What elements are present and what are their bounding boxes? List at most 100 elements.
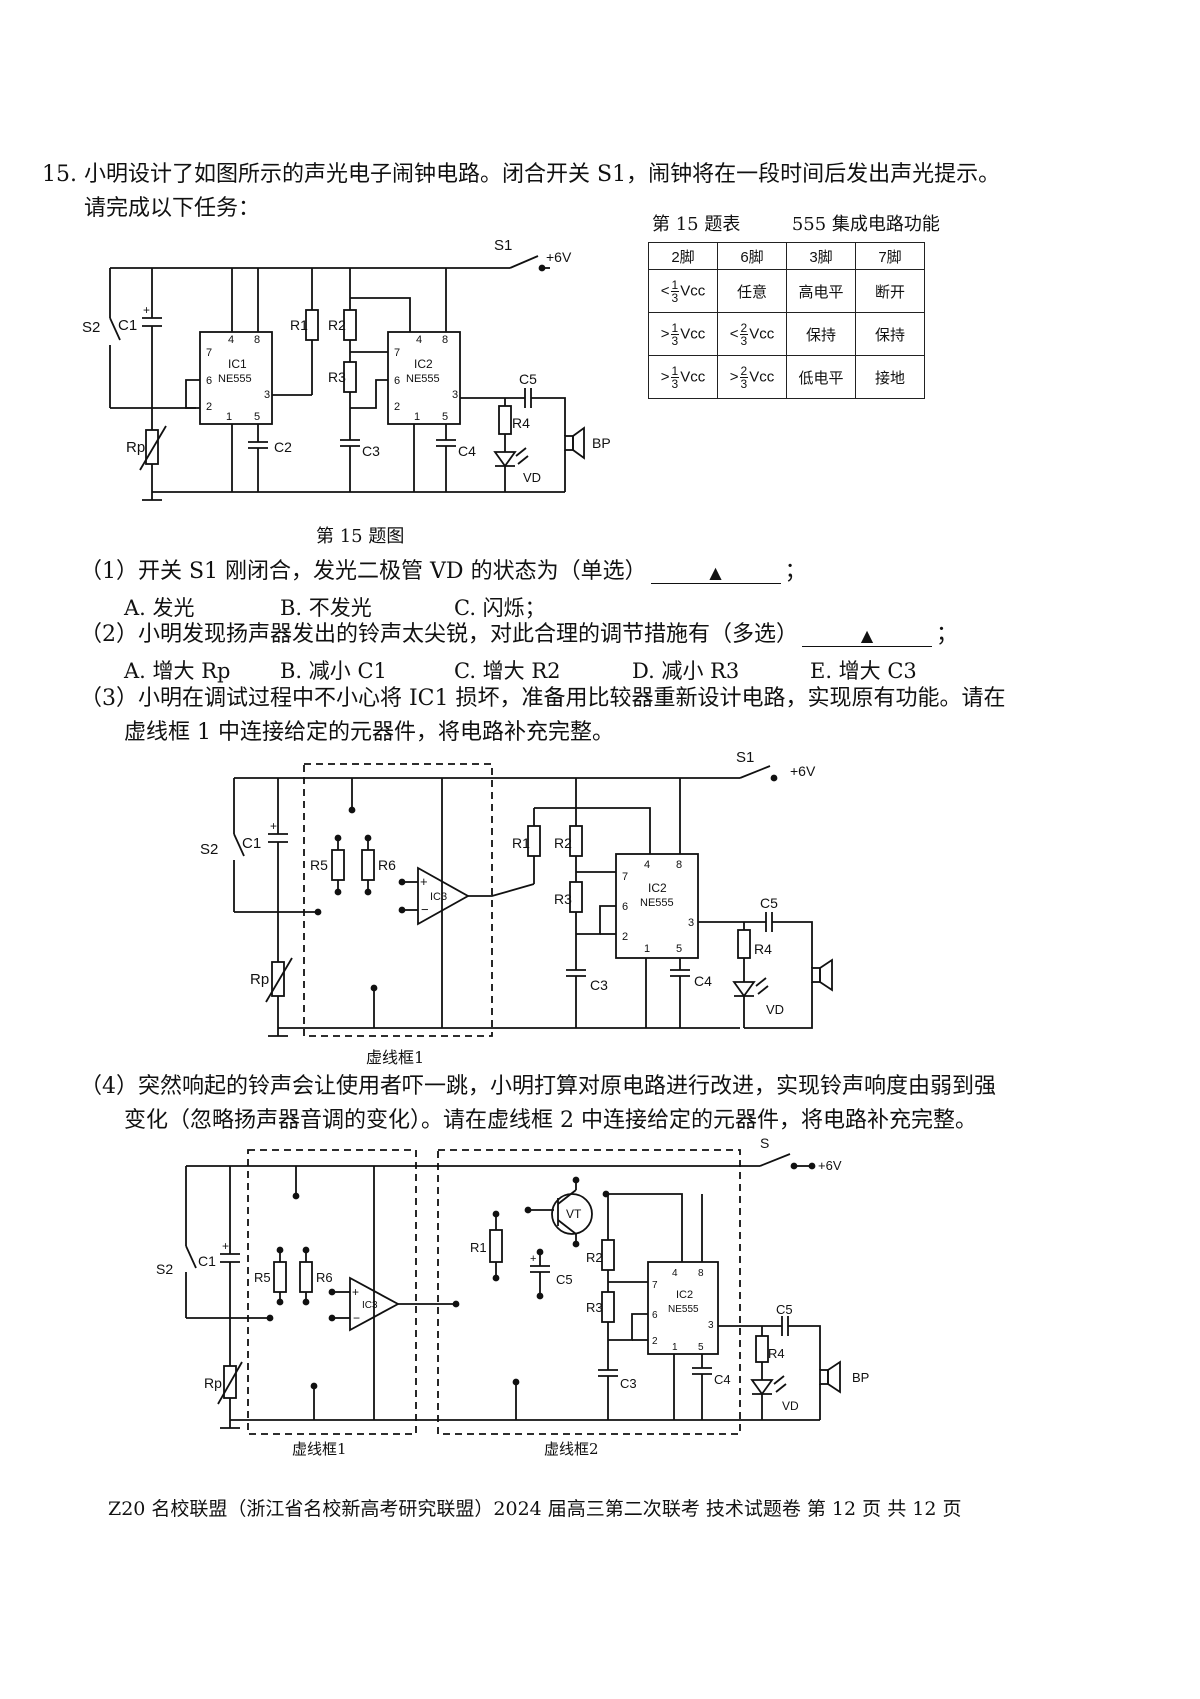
svg-text:2: 2 (622, 931, 628, 943)
circuit-figure-1: S1 +6V S2 C1 + Rp 4 8 7 6 2 3 1 5 IC1 NE… (82, 237, 611, 501)
sub4-line2: 变化（忽略扬声器音调的变化）。请在虚线框 2 中连接给定的元器件，将电路补充完整… (124, 1108, 977, 1133)
svg-text:R1: R1 (290, 317, 308, 333)
svg-text:2: 2 (394, 401, 400, 413)
svg-text:+: + (143, 303, 150, 317)
sub2-option-c: C. 增大 R2 (454, 659, 561, 683)
table-cell: 保持 (855, 312, 925, 356)
table-header: 2脚 (648, 242, 718, 270)
sub1-option-c: C. 闪烁； (454, 596, 546, 620)
sub1-option-a: A. 发光 (124, 596, 195, 620)
svg-text:R2: R2 (328, 317, 346, 333)
svg-text:R6: R6 (378, 857, 396, 873)
table-header: 7脚 (855, 242, 925, 270)
svg-text:5: 5 (698, 1342, 704, 1353)
figure1-caption: 第 15 题图 (316, 526, 405, 547)
svg-text:2: 2 (652, 1336, 658, 1347)
svg-text:−: − (353, 1311, 360, 1325)
question-intro-line1: 小明设计了如图所示的声光电子闹钟电路。闭合开关 S1，闹钟将在一段时间后发出声光… (84, 162, 1001, 187)
svg-text:+: + (530, 1253, 536, 1265)
svg-text:C5: C5 (519, 371, 537, 387)
svg-text:BP: BP (852, 1370, 869, 1385)
svg-text:VD: VD (766, 1002, 784, 1017)
svg-text:R3: R3 (554, 891, 572, 907)
svg-text:2: 2 (206, 401, 212, 413)
svg-text:+: + (270, 819, 277, 833)
svg-text:6: 6 (622, 901, 628, 913)
svg-text:4: 4 (416, 334, 422, 346)
svg-text:+: + (420, 874, 428, 889)
svg-text:C1: C1 (242, 835, 261, 852)
sub2-option-b: B. 减小 C1 (280, 659, 387, 683)
svg-text:S2: S2 (156, 1261, 173, 1277)
table-cell: 接地 (855, 355, 925, 399)
svg-text:4: 4 (672, 1268, 678, 1279)
figure2-box1-label: 虚线框1 (366, 1048, 425, 1067)
circuit-figure-2: S1 +6V S2 C1 + Rp R5 R6 + − IC3 R1 (200, 749, 833, 1037)
sub1-answer-blank[interactable]: ▲ (650, 563, 781, 584)
question-intro-line2: 请完成以下任务： (84, 196, 261, 221)
table-cell: 低电平 (786, 355, 856, 399)
svg-text:IC2: IC2 (414, 357, 433, 371)
svg-text:C4: C4 (694, 973, 712, 989)
sub2-text: （2）小明发现扬声器发出的铃声太尖锐，对此合理的调节措施有（多选）▲； (80, 622, 959, 647)
svg-text:6: 6 (652, 1310, 658, 1321)
svg-text:3: 3 (688, 917, 694, 929)
svg-text:7: 7 (394, 347, 400, 359)
svg-text:+6V: +6V (818, 1158, 842, 1173)
sub2-answer-blank[interactable]: ▲ (802, 626, 932, 647)
sub3-line1: （3）小明在调试过程中不小心将 IC1 损坏，准备用比较器重新设计电路，实现原有… (80, 686, 1006, 711)
svg-text:IC3: IC3 (430, 891, 447, 903)
svg-text:1: 1 (414, 411, 420, 423)
svg-text:IC2: IC2 (676, 1289, 693, 1301)
svg-text:IC2: IC2 (648, 881, 667, 895)
svg-text:IC1: IC1 (228, 357, 247, 371)
svg-text:+: + (222, 1239, 229, 1253)
sub3-line2: 虚线框 1 中连接给定的元器件，将电路补充完整。 (124, 720, 614, 745)
table-header: 6脚 (717, 242, 787, 270)
svg-text:R4: R4 (768, 1346, 785, 1361)
svg-text:VT: VT (566, 1207, 582, 1221)
svg-text:C3: C3 (620, 1376, 637, 1391)
sub1-text: （1）开关 S1 刚闭合，发光二极管 VD 的状态为（单选）▲； (80, 559, 807, 584)
svg-text:1: 1 (226, 411, 232, 423)
question-number: 15. (42, 162, 77, 187)
table-header: 3脚 (786, 242, 856, 270)
svg-text:3: 3 (708, 1320, 714, 1331)
svg-text:S1: S1 (736, 749, 754, 766)
figure3-box1-label: 虚线框1 (292, 1440, 347, 1458)
svg-text:S2: S2 (82, 319, 100, 336)
svg-text:R4: R4 (754, 941, 772, 957)
table-title-right: 555 集成电路功能 (791, 214, 940, 235)
table-cell: 断开 (855, 269, 925, 313)
svg-text:R2: R2 (586, 1250, 603, 1265)
svg-text:C1: C1 (198, 1253, 216, 1269)
figure3-box2-label: 虚线框2 (544, 1440, 599, 1458)
svg-text:R5: R5 (310, 857, 328, 873)
svg-text:3: 3 (264, 389, 270, 401)
svg-text:C3: C3 (590, 977, 608, 993)
svg-text:R3: R3 (328, 369, 346, 385)
svg-text:BP: BP (592, 435, 611, 451)
svg-text:7: 7 (206, 347, 212, 359)
svg-text:R1: R1 (512, 835, 530, 851)
svg-text:NE555: NE555 (406, 373, 440, 385)
table-title-left: 第 15 题表 (652, 214, 741, 235)
svg-text:C4: C4 (714, 1372, 731, 1387)
svg-text:C4: C4 (458, 443, 476, 459)
sub2-option-a: A. 增大 Rp (124, 659, 231, 683)
svg-text:4: 4 (228, 334, 234, 346)
svg-text:C3: C3 (362, 443, 380, 459)
sub2-option-d: D. 减小 R3 (632, 659, 740, 683)
circuit-figure-3: S +6V S2 C1 + Rp R5 R6 + − IC3 R1 (156, 1135, 869, 1435)
svg-text:NE555: NE555 (668, 1304, 699, 1315)
table-title: 第 15 题表 555 集成电路功能 (652, 210, 940, 236)
svg-text:S2: S2 (200, 841, 218, 858)
svg-text:C5: C5 (760, 895, 778, 911)
svg-text:1: 1 (672, 1342, 678, 1353)
svg-text:5: 5 (676, 943, 682, 955)
svg-text:C1: C1 (118, 317, 137, 334)
